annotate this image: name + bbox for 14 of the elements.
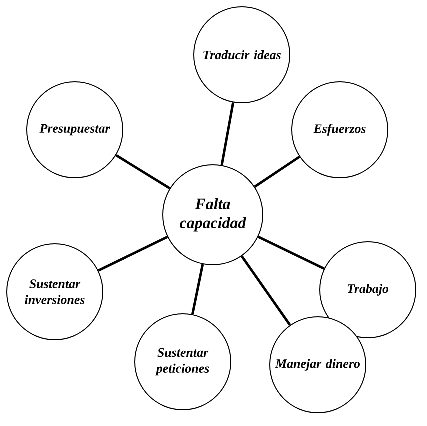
connector-line (240, 256, 292, 326)
connector-line (191, 264, 204, 315)
circle-node: Trabajo (320, 242, 416, 338)
connector-line (258, 236, 325, 270)
connector-line (220, 102, 235, 166)
circle-node: Manejar dinero (270, 316, 366, 414)
circle-node: Esfuerzos (292, 82, 388, 178)
circle-node: Sustentar inversiones (6, 244, 104, 340)
connector-line (254, 156, 300, 188)
circle-node: Presupuestar (26, 82, 124, 178)
circle-node: Sustentar peticiones (134, 314, 232, 410)
circle-node: Traducir ideas (194, 6, 290, 104)
connector-line (98, 236, 168, 272)
connector-line (116, 154, 171, 190)
